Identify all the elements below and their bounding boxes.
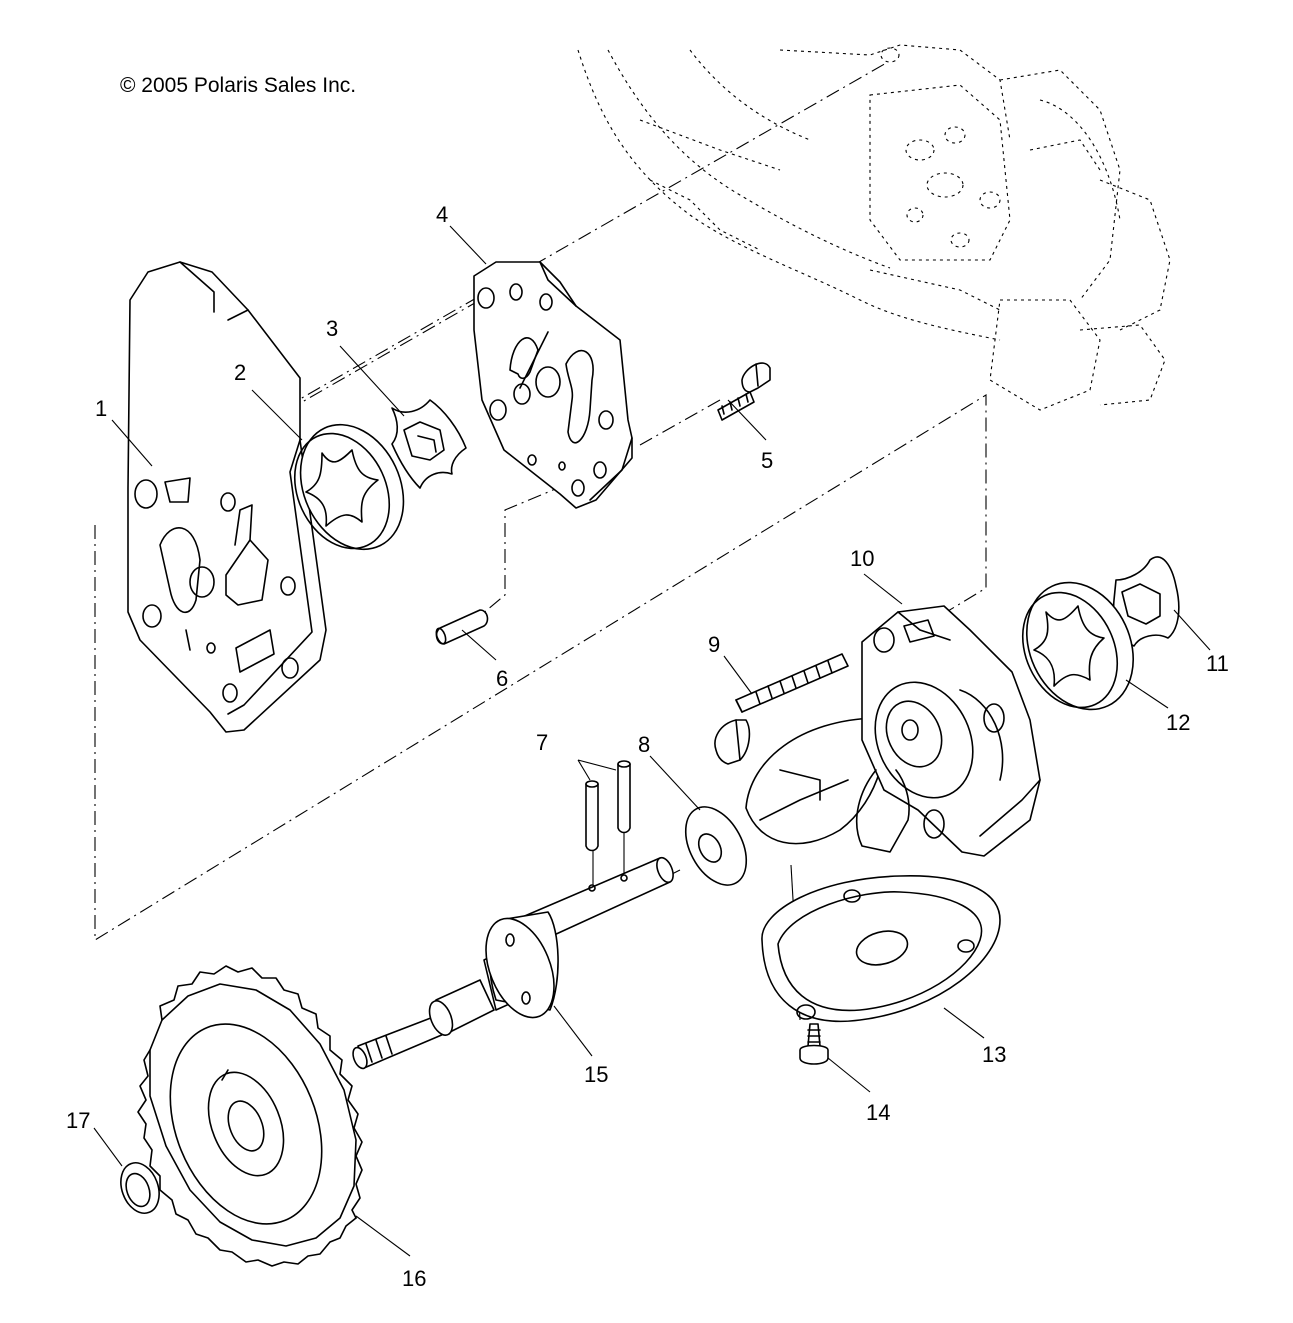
callout-9: 9	[708, 632, 720, 657]
gear-washer	[120, 1162, 160, 1214]
callout-5: 5	[761, 448, 773, 473]
cover-screw	[799, 1023, 829, 1065]
callout-leaders	[93, 225, 1211, 1257]
pump-drive-shaft	[352, 856, 674, 1070]
callout-3: 3	[326, 316, 338, 341]
thrust-washer	[684, 806, 748, 886]
callout-17: 17	[66, 1108, 90, 1133]
callout-numbers: 1 2 3 4 5 6 7 8 9 10 11 12 13 14 15 16 1…	[66, 202, 1229, 1291]
pump-cover-plate	[473, 261, 633, 509]
outer-rotor-left	[293, 423, 405, 551]
callout-6: 6	[496, 666, 508, 691]
inner-rotor-left	[391, 399, 467, 489]
dowel-pin	[435, 609, 489, 645]
bolt-long	[714, 653, 849, 765]
callout-8: 8	[638, 732, 650, 757]
bolt-short	[717, 362, 771, 421]
outer-rotor-right	[1021, 581, 1135, 711]
crankcase-phantom	[577, 44, 1171, 411]
callout-15: 15	[584, 1062, 608, 1087]
callout-13: 13	[982, 1042, 1006, 1067]
copyright-notice: © 2005 Polaris Sales Inc.	[120, 74, 356, 97]
callout-11: 11	[1206, 651, 1229, 676]
pump-cover-gasket	[761, 875, 1001, 1023]
callout-4: 4	[436, 202, 448, 227]
callout-10: 10	[850, 546, 874, 571]
callout-2: 2	[234, 360, 246, 385]
callout-1: 1	[95, 396, 107, 421]
callout-7: 7	[536, 730, 548, 755]
pump-housing-scavenge	[745, 605, 1041, 857]
pump-body-plate	[127, 261, 327, 733]
callout-12: 12	[1166, 710, 1190, 735]
callout-16: 16	[402, 1266, 426, 1291]
pump-drive-gear	[137, 965, 363, 1267]
callout-14: 14	[866, 1100, 890, 1125]
drive-pins	[585, 760, 631, 852]
